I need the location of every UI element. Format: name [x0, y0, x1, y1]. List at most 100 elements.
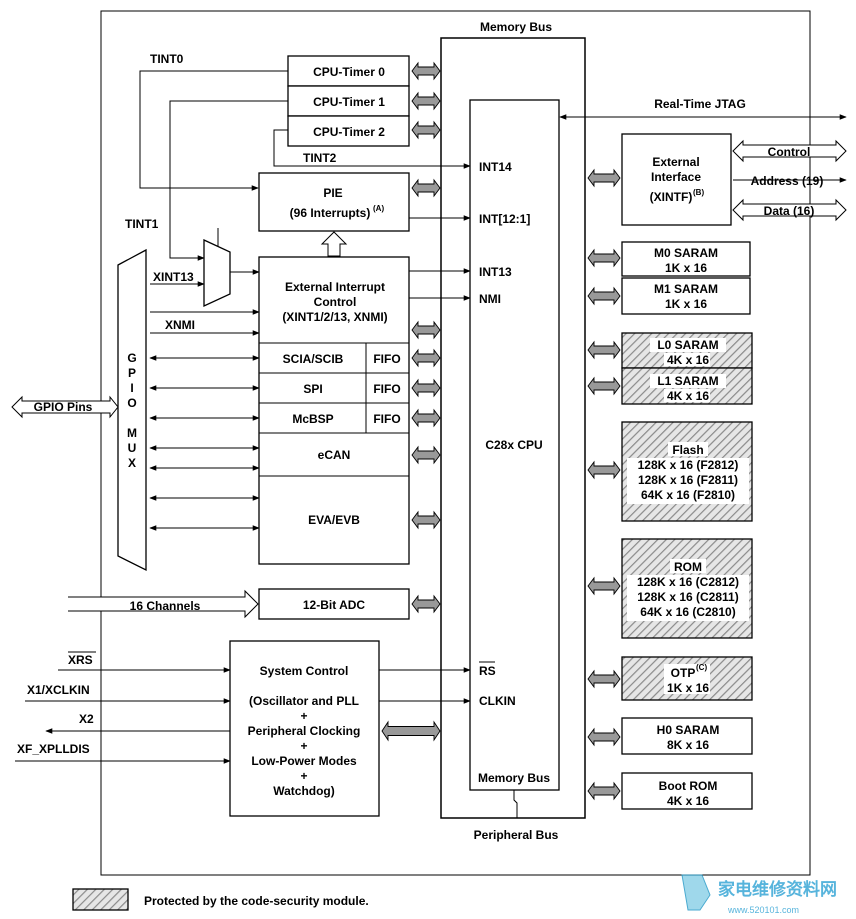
h0-line1: H0 SARAM: [657, 723, 720, 737]
m0-line2: 1K x 16: [665, 261, 707, 275]
ecan-label: eCAN: [318, 448, 351, 462]
bus-arrow: [411, 91, 441, 111]
watermark-logo: 家电维修资料网 www.520101.com: [681, 874, 837, 915]
bus-arrow: [587, 168, 621, 188]
bus-arrow: [587, 248, 621, 268]
bus-arrow: [411, 61, 441, 81]
svg-text:www.520101.com: www.520101.com: [727, 905, 799, 915]
bus-connection-arrows: [381, 61, 621, 801]
h0-line2: 8K x 16: [667, 738, 709, 752]
otp-line1: OTP: [671, 666, 696, 680]
flash-line3: 128K x 16 (F2811): [638, 473, 738, 487]
bus-arrow: [587, 376, 621, 396]
sysctrl-line: Watchdog): [273, 784, 335, 798]
boot-rom: [621, 772, 753, 810]
fifo-mcbsp: FIFO: [373, 412, 400, 426]
rom-line3: 128K x 16 (C2811): [637, 590, 738, 604]
xintf-arrow: [732, 198, 847, 222]
legend-text: Protected by the code-security module.: [144, 894, 369, 908]
l1-line1: L1 SARAM: [657, 374, 718, 388]
svg-text:家电维修资料网: 家电维修资料网: [718, 879, 837, 900]
l0-line1: L0 SARAM: [657, 338, 718, 352]
bus-arrow: [587, 576, 621, 596]
x2-label: X2: [79, 712, 94, 726]
fifo-sci: FIFO: [373, 352, 400, 366]
x1-label: X1/XCLKIN: [27, 683, 90, 697]
pie-subtitle: (96 Interrupts): [290, 206, 371, 220]
rom-line2: 128K x 16 (C2812): [637, 575, 739, 589]
bus-arrow: [411, 120, 441, 140]
ext-int-line3: (XINT1/2/13, XNMI): [282, 310, 387, 324]
mux-letter: M: [127, 426, 137, 440]
ext-interrupt-control: [258, 256, 410, 565]
flash-line2: 128K x 16 (F2812): [638, 458, 739, 472]
bus-arrow: [411, 320, 441, 340]
flash-line4: 64K x 16 (F2810): [641, 488, 735, 502]
bus-arrow: [587, 286, 621, 306]
xintf-arrow: [732, 139, 847, 163]
xintf-signal-arrows: [732, 139, 847, 222]
memory-bus-bottom-label: Memory Bus: [478, 771, 550, 785]
gpio-pins-arrow: [11, 395, 119, 419]
m0-saram: [621, 241, 751, 277]
otp-line2: 1K x 16: [667, 681, 709, 695]
cpu-core: [469, 99, 560, 791]
m1-saram: [621, 277, 751, 315]
ev-label: EVA/EVB: [308, 513, 360, 527]
tint1-label: TINT1: [125, 217, 159, 231]
bus-arrow: [587, 460, 621, 480]
timer-0-label: CPU-Timer 0: [313, 65, 385, 79]
bus-arrow: [587, 781, 621, 801]
fifo-spi: FIFO: [373, 382, 400, 396]
xintf-control-label: Control: [768, 145, 811, 159]
cpu-int12: INT[12:1]: [479, 212, 530, 226]
mux-letter: X: [128, 456, 136, 470]
xnmi-label: XNMI: [165, 318, 195, 332]
sysctrl-line: +: [300, 769, 307, 783]
mcbsp-label: McBSP: [292, 412, 333, 426]
otp-note: (C): [696, 663, 707, 672]
boot-line2: 4K x 16: [667, 794, 709, 808]
l0-line2: 4K x 16: [667, 353, 709, 367]
outer-frame: [100, 10, 811, 876]
bus-arrow: [411, 348, 441, 368]
spi-label: SPI: [303, 382, 322, 396]
sysctrl-title: System Control: [260, 664, 349, 678]
legend-swatch: [72, 888, 129, 911]
gpio-pins-label: GPIO Pins: [34, 400, 93, 414]
rom-line4: 64K x 16 (C2810): [640, 605, 735, 619]
flash-line1: Flash: [672, 443, 703, 457]
xintf-line1: External: [652, 155, 699, 169]
l1-line2: 4K x 16: [667, 389, 709, 403]
tint0-label: TINT0: [150, 52, 184, 66]
ext-int-line2: Control: [314, 295, 357, 309]
cpu-int13: INT13: [479, 265, 512, 279]
pie-block: [258, 172, 410, 232]
bus-arrow: [411, 594, 441, 614]
memory-bus-top-label: Memory Bus: [480, 20, 552, 34]
m1-line2: 1K x 16: [665, 297, 707, 311]
gpio-mux: [117, 248, 147, 572]
adc-label: 12-Bit ADC: [303, 598, 366, 612]
m0-line1: M0 SARAM: [654, 246, 718, 260]
sysctrl-line: Peripheral Clocking: [248, 724, 361, 738]
xintf-data-label: Data (16): [764, 204, 815, 218]
bus-arrow: [411, 445, 441, 465]
sysctrl-line: +: [300, 709, 307, 723]
xintf-block: [621, 133, 732, 226]
system-control: [229, 640, 380, 817]
mux-letter: P: [128, 366, 136, 380]
xf-label: XF_XPLLDIS: [17, 742, 90, 756]
xintf-line2: Interface: [651, 170, 701, 184]
tint2-label: TINT2: [303, 151, 337, 165]
timer-2-label: CPU-Timer 2: [313, 125, 385, 139]
sysctrl-line: +: [300, 739, 307, 753]
bus-arrow: [587, 669, 621, 689]
h0-saram: [621, 717, 753, 755]
pie-title: PIE: [323, 186, 342, 200]
cpu-rs: RS: [479, 664, 496, 678]
jtag-label: Real-Time JTAG: [654, 97, 746, 111]
bus-arrow: [381, 720, 441, 742]
